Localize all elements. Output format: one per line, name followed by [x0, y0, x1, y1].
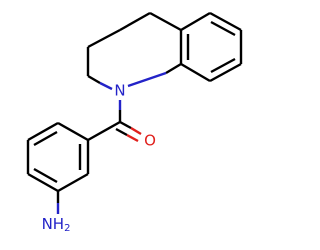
- saturated-ring: [86, 11, 182, 76]
- amine-subscript: 2: [64, 223, 70, 234]
- bond-carbonyl-ring: [87, 120, 121, 142]
- bond-ar-c6-c1: [57, 121, 89, 142]
- bond-ar-inner-c5-c6: [33, 130, 58, 147]
- aminophenyl-ring: [26, 121, 90, 193]
- bond-inner-c7-c8: [210, 57, 236, 74]
- bond-c8a-n-black: [165, 62, 182, 75]
- bond-c7-c8: [209, 62, 242, 83]
- bond-c4-c3: [119, 11, 151, 32]
- benzo-ring: [179, 11, 243, 83]
- bond-c5-c6: [209, 11, 242, 32]
- bond-co-black-2: [115, 127, 128, 137]
- bond-c8a-n-blue: [127, 71, 167, 88]
- bond-c4a-c5: [180, 11, 211, 32]
- atom-label-oxygen: O: [144, 132, 156, 150]
- bond-ar-c3-c4: [27, 172, 59, 193]
- bond-c4-c4a: [149, 11, 182, 32]
- atom-label-nitrogen-ring: N: [114, 82, 125, 100]
- bond-ar-inner-c3-c4: [33, 167, 58, 184]
- bond-ar-c5-c6: [27, 121, 59, 142]
- atom-label-amine: NH2: [42, 215, 71, 235]
- carbonyl-group: [87, 120, 142, 143]
- molecule-structure: N O NH2: [26, 11, 243, 235]
- bond-inner-c5-c6: [210, 20, 236, 37]
- bond-ar-c2-c3: [57, 172, 89, 193]
- amine-symbol: NH: [42, 215, 65, 233]
- bond-c1-n-black: [87, 74, 101, 85]
- bond-co-red-1: [130, 126, 142, 136]
- bond-c3-c2: [87, 28, 121, 49]
- bond-c8-c8a: [180, 62, 211, 83]
- bond-co-black-1: [119, 120, 132, 130]
- bond-c1-n-blue: [99, 81, 113, 91]
- bond-co-red-2: [126, 133, 139, 143]
- ring-nitrogen-bonds: [87, 62, 182, 122]
